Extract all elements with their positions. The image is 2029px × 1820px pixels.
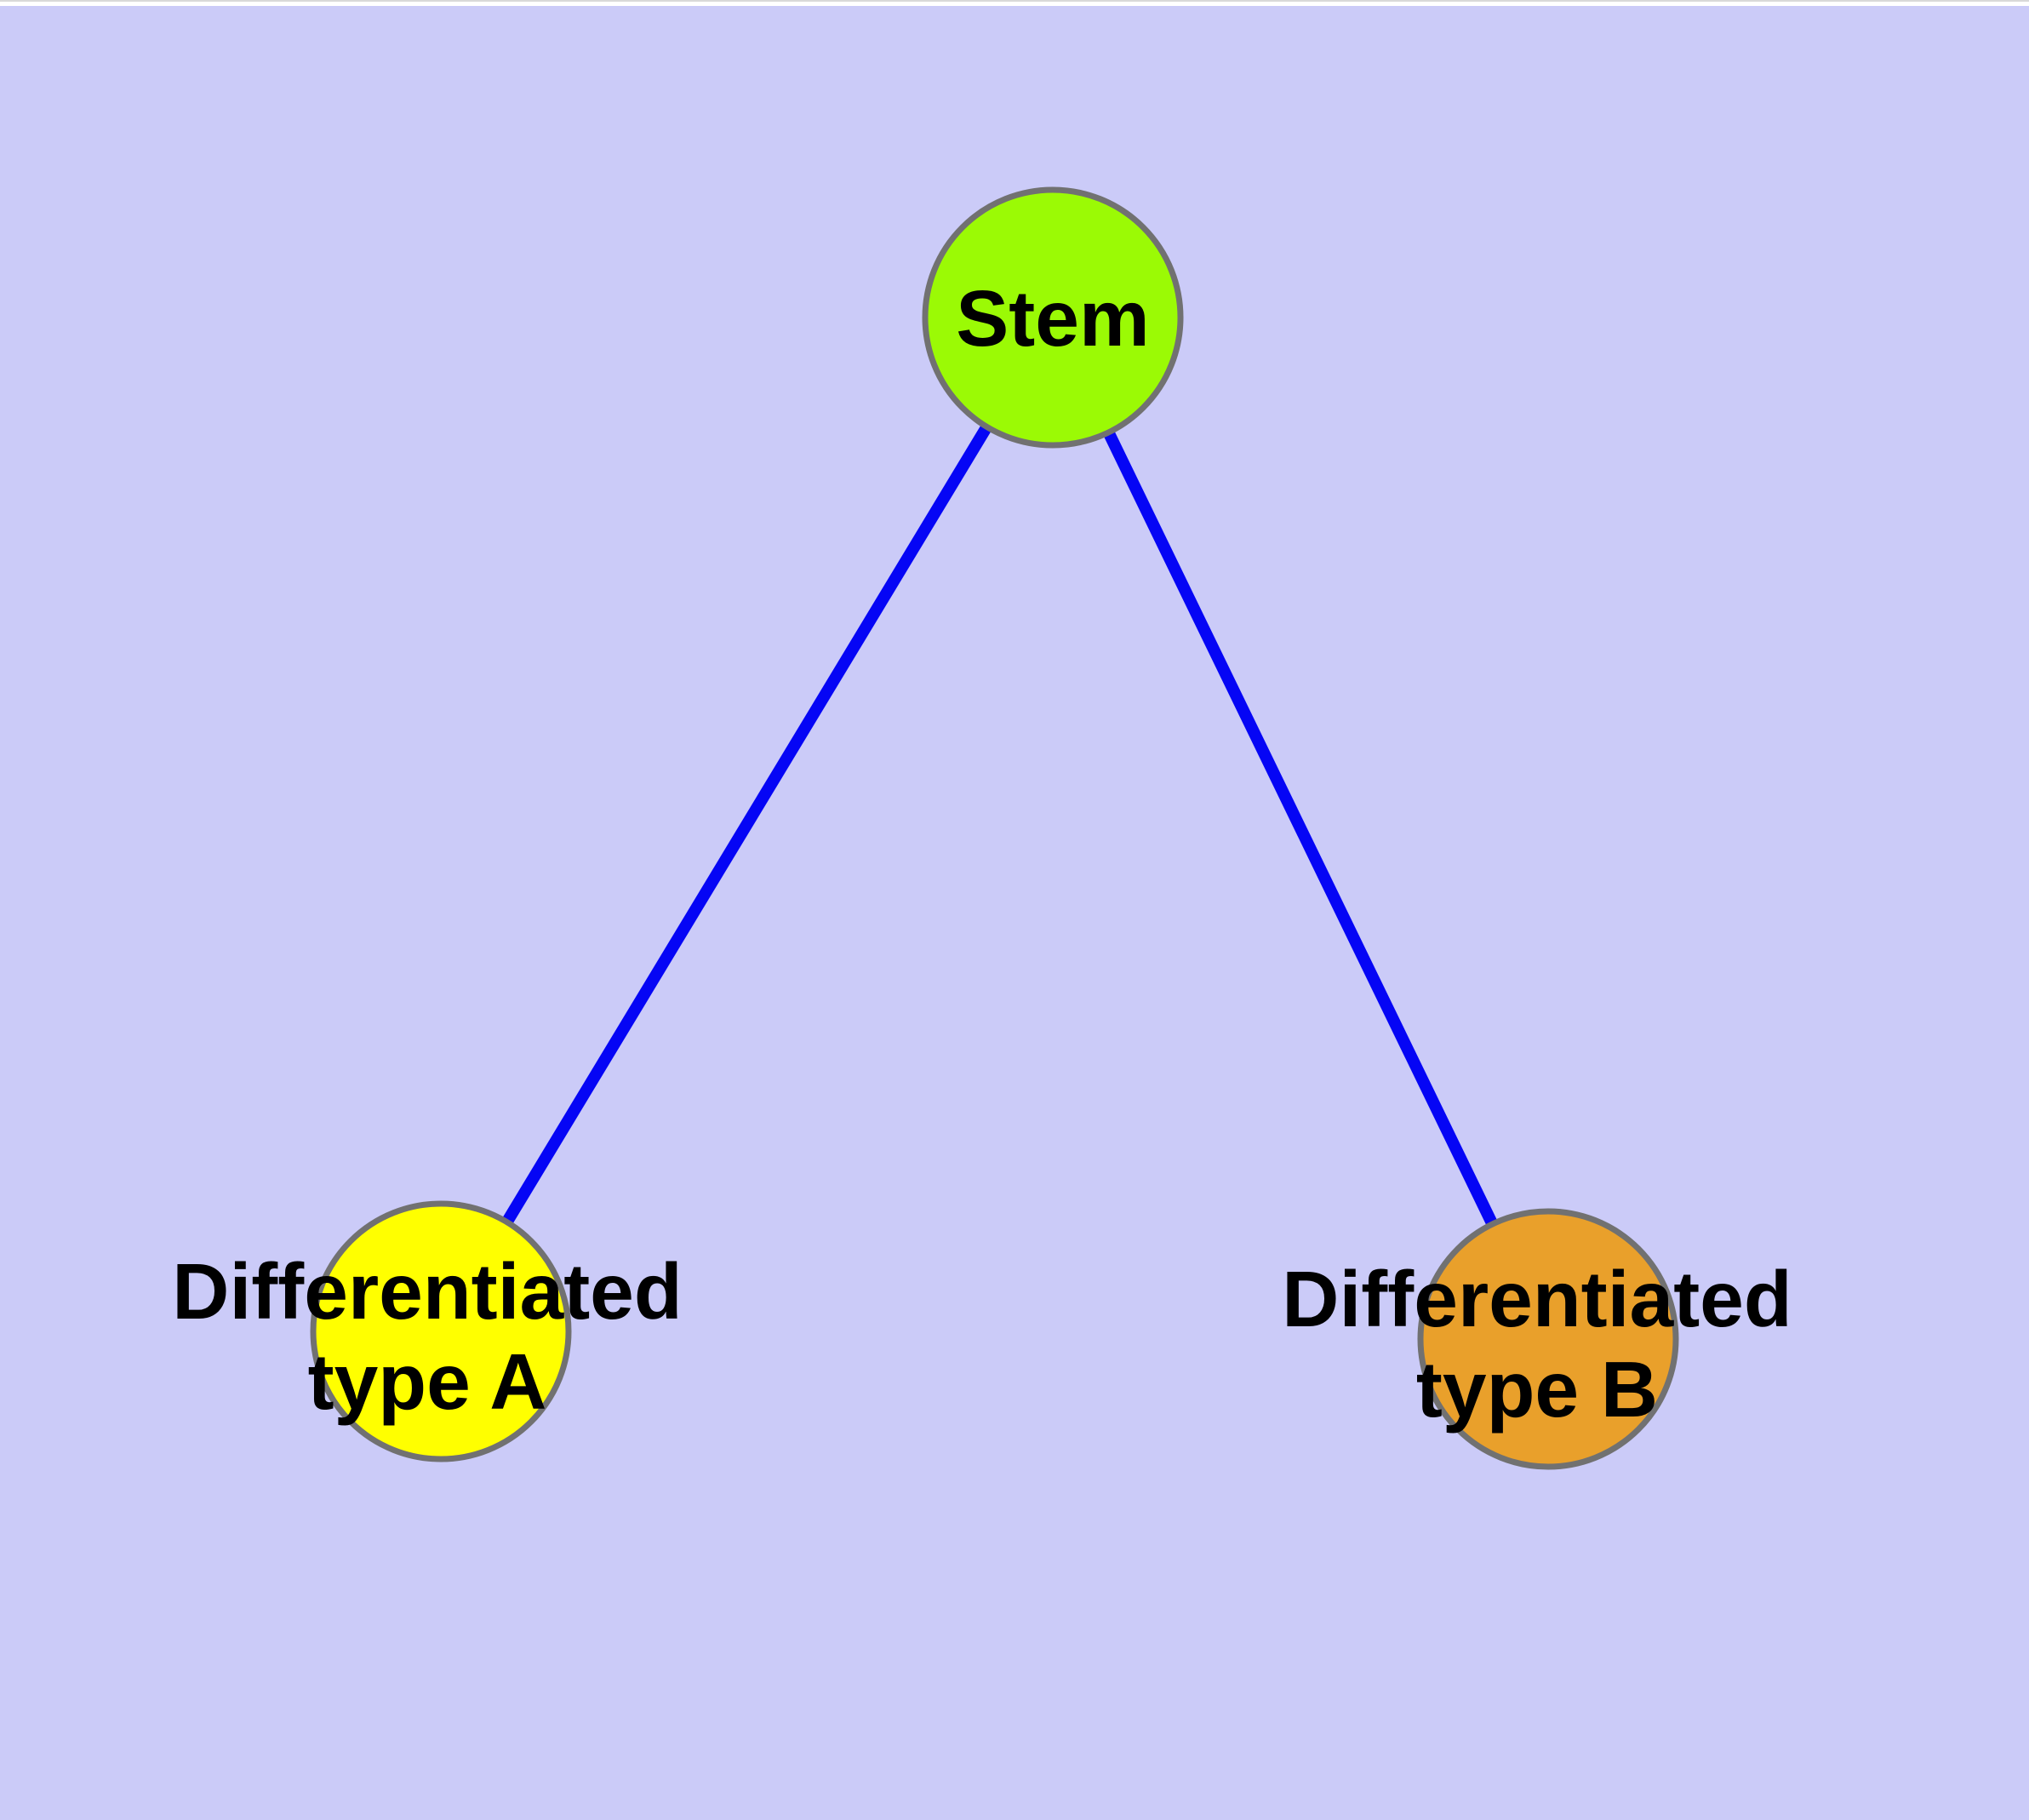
edge-stem-to-diff-b [1047, 314, 1554, 1342]
edge-stem-to-diff-a [436, 314, 1058, 1335]
top-margin-strip [0, 0, 2029, 6]
node-label-line: Stem [956, 274, 1149, 363]
node-label-line: type A [308, 1337, 547, 1426]
node-label-line: Differentiated [1282, 1255, 1792, 1343]
node-diff-a [310, 1200, 572, 1462]
node-label-line: Differentiated [172, 1247, 682, 1336]
node-label-stem: Stem [956, 274, 1149, 363]
node-diff-b [1417, 1208, 1679, 1470]
node-stem [922, 186, 1184, 449]
node-label-line: type B [1416, 1345, 1658, 1434]
